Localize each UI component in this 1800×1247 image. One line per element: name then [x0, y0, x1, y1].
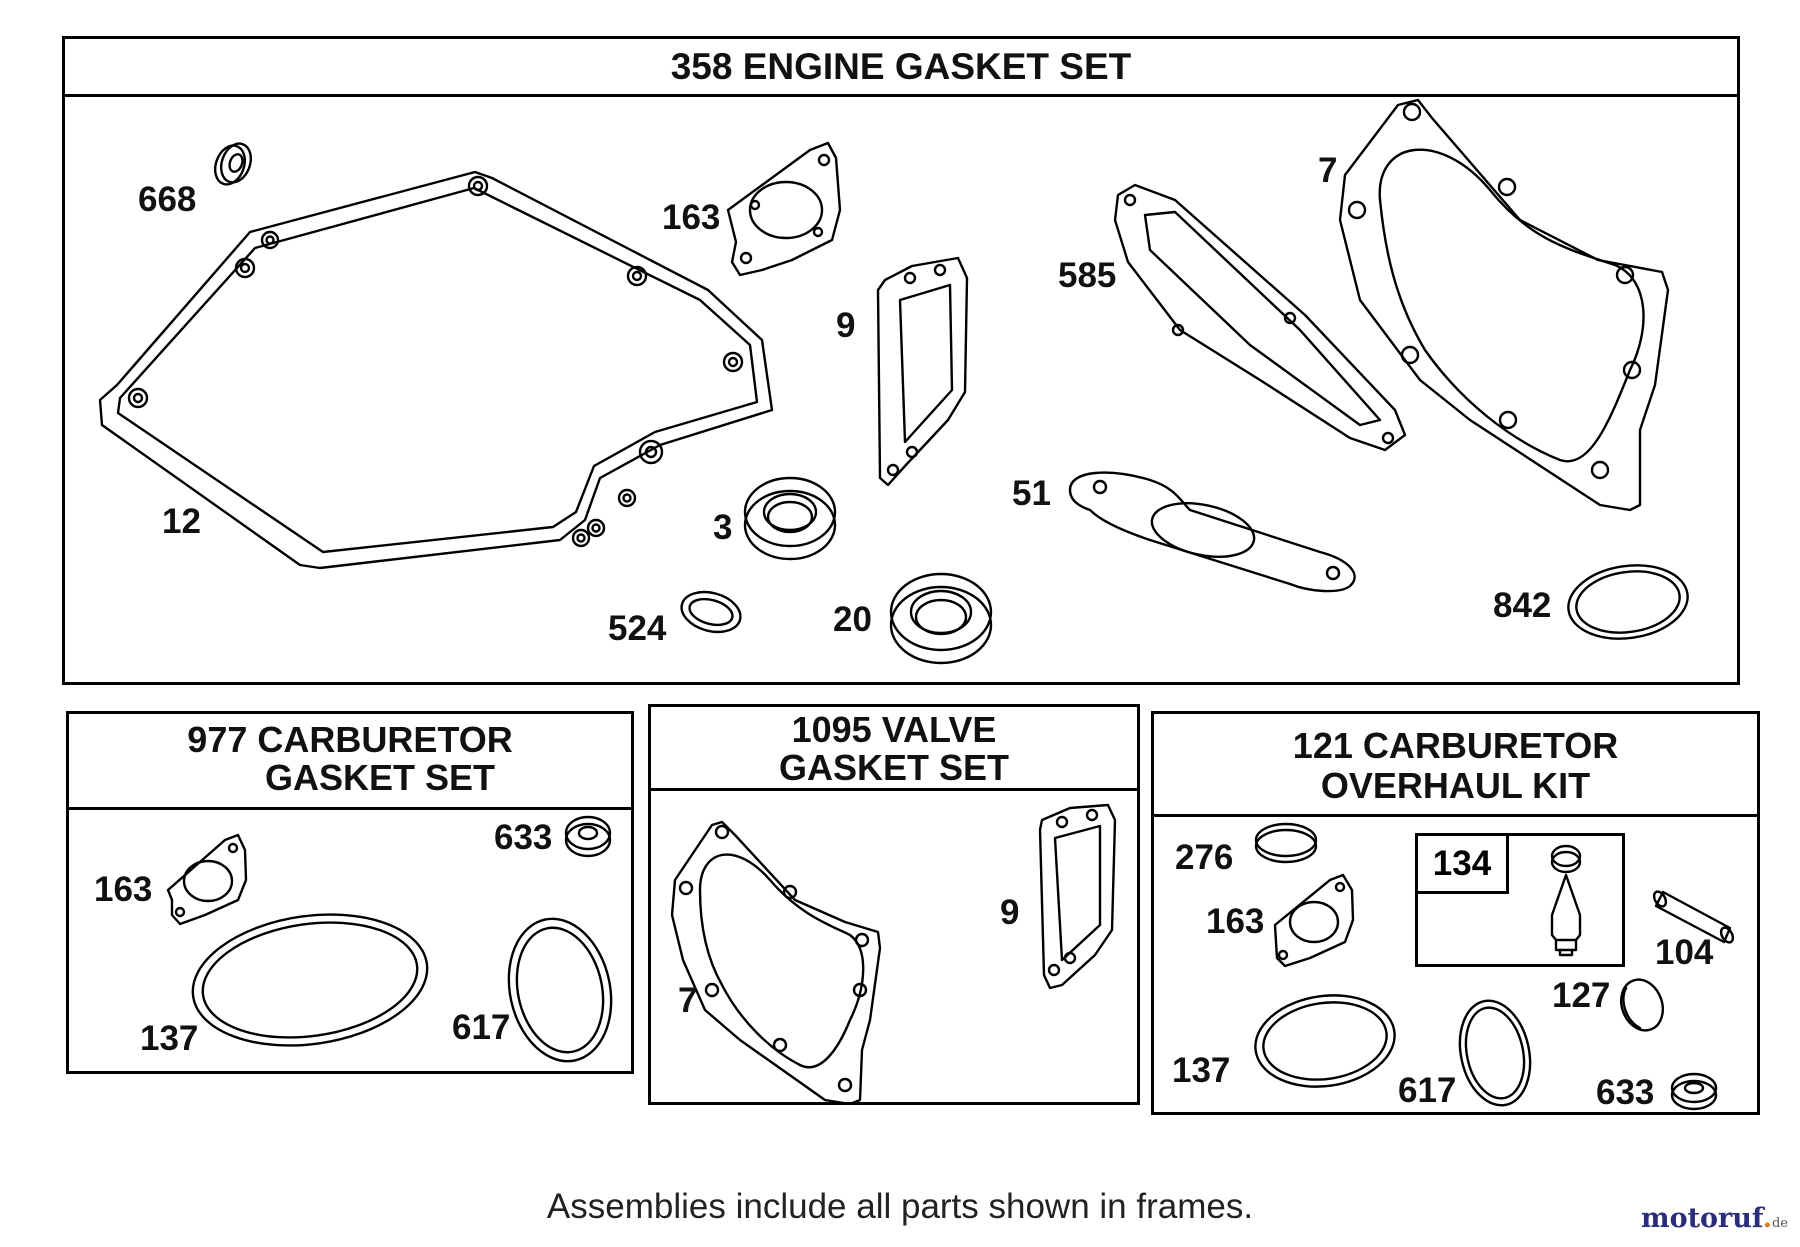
frame-title-line1: 121 CARBURETOR: [1292, 725, 1619, 766]
part-7-head-gasket-drawing: [1338, 98, 1670, 512]
part-668-seal-drawing: [213, 142, 253, 186]
part-7-head-gasket-drawing-2: [670, 820, 882, 1106]
frame-title-line1: 1095 VALVE: [791, 709, 997, 750]
part-163-gasket-drawing-3: [1273, 873, 1355, 968]
part-20-oil-seal-drawing: [889, 572, 993, 665]
part-label-163: 163: [1206, 902, 1265, 941]
part-617-ring-drawing-2: [1458, 999, 1532, 1107]
frame-title-line2: GASKET SET: [264, 757, 496, 798]
part-label-617: 617: [1398, 1071, 1457, 1110]
subframe-134-label: 134: [1418, 836, 1509, 894]
part-label-137: 137: [140, 1019, 199, 1058]
part-label-633: 633: [1596, 1073, 1655, 1112]
part-label-104: 104: [1655, 933, 1714, 972]
part-label-51: 51: [1012, 474, 1051, 513]
part-617-ring-drawing: [507, 917, 613, 1063]
frame-valve-gasket-set: 1095 VALVE GASKET SET: [648, 704, 1140, 1105]
frame-carburetor-overhaul-kit: 121 CARBURETOR OVERHAUL KIT: [1151, 711, 1760, 1115]
part-51-exhaust-gasket-drawing: [1068, 471, 1356, 593]
part-276-washer-drawing: [1254, 822, 1318, 864]
part-127-plug-drawing: [1620, 978, 1664, 1032]
part-label-9: 9: [836, 306, 856, 345]
frame-carburetor-gasket-set: 977 CARBURETOR GASKET SET: [66, 711, 634, 1074]
frame-title-line2: OVERHAUL KIT: [1320, 765, 1591, 806]
part-label-7: 7: [1318, 151, 1338, 190]
part-label-7: 7: [678, 981, 698, 1020]
part-9-breather-gasket-drawing: [876, 256, 969, 487]
part-137-gasket-ring-drawing: [191, 913, 429, 1047]
part-label-276: 276: [1175, 838, 1234, 877]
part-label-3: 3: [713, 508, 733, 547]
part-label-585: 585: [1058, 256, 1117, 295]
frame-title: 1095 VALVE GASKET SET: [651, 707, 1137, 791]
part-label-163: 163: [662, 198, 721, 237]
part-633-seal-drawing: [564, 815, 612, 858]
watermark-logo: motoruf.de: [1641, 1203, 1788, 1234]
part-524-ring-drawing: [680, 590, 742, 634]
part-label-842: 842: [1493, 586, 1552, 625]
frame-title-line1: 977 CARBURETOR: [187, 719, 513, 760]
part-label-633: 633: [494, 818, 553, 857]
part-12-crankcase-gasket-drawing: [98, 170, 774, 570]
frame-title-line2: GASKET SET: [778, 747, 1010, 788]
part-label-668: 668: [138, 180, 197, 219]
part-134-needle-drawing: [1550, 844, 1582, 957]
part-3-oil-seal-drawing: [743, 476, 837, 561]
part-842-ring-drawing: [1567, 564, 1689, 640]
part-104-pin-drawing: [1652, 890, 1735, 944]
part-137-gasket-ring-drawing-2: [1254, 994, 1396, 1088]
subframe-134: 134: [1415, 833, 1625, 967]
frame-title: 121 CARBURETOR OVERHAUL KIT: [1154, 714, 1757, 817]
part-label-127: 127: [1552, 976, 1611, 1015]
part-label-524: 524: [608, 609, 667, 648]
part-585-intake-gasket-drawing: [1113, 183, 1407, 452]
part-163-gasket-drawing-2: [166, 833, 248, 926]
part-label-163: 163: [94, 870, 153, 909]
footnote: Assemblies include all parts shown in fr…: [546, 1187, 1254, 1226]
frame-title: 977 CARBURETOR GASKET SET: [69, 714, 631, 810]
watermark-brand: motoruf: [1641, 1203, 1763, 1234]
part-163-gasket-drawing: [726, 141, 842, 277]
frame-title: 358 ENGINE GASKET SET: [65, 39, 1737, 97]
frame-title-text: 358 ENGINE GASKET SET: [670, 46, 1132, 87]
watermark-tld: de: [1771, 1216, 1788, 1231]
part-label-9: 9: [1000, 893, 1020, 932]
part-9-breather-gasket-drawing-2: [1038, 803, 1117, 990]
part-label-12: 12: [162, 502, 201, 541]
part-label-20: 20: [833, 600, 872, 639]
part-label-137: 137: [1172, 1051, 1231, 1090]
watermark-dot: .: [1762, 1203, 1772, 1234]
part-633-seal-drawing-2: [1670, 1072, 1718, 1111]
part-label-617: 617: [452, 1008, 511, 1047]
